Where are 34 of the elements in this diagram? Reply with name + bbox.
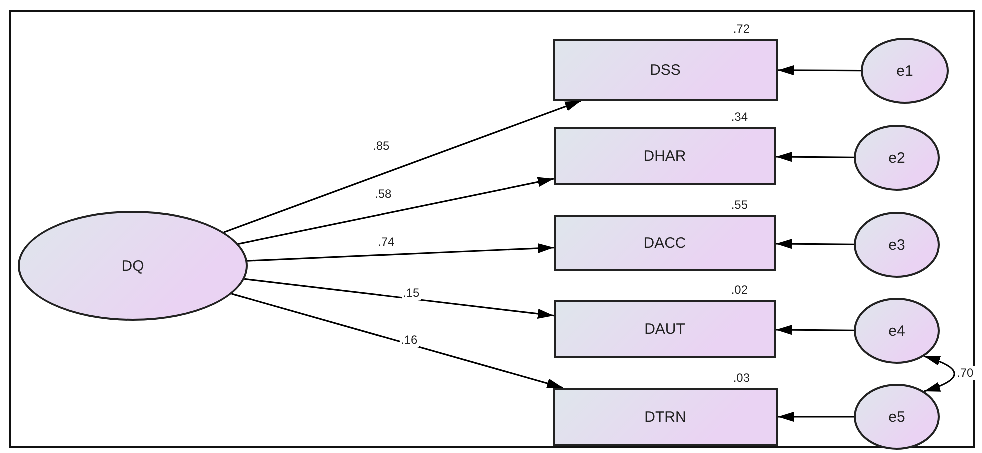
variable-name: e5 xyxy=(888,408,906,426)
edge-label: .74 xyxy=(377,235,396,249)
variable-name: e4 xyxy=(888,322,906,340)
path-arrow xyxy=(248,244,554,262)
covariance-arrow xyxy=(924,356,956,392)
path-arrow xyxy=(776,239,854,250)
path-arrow xyxy=(778,412,854,422)
edge-label: .58 xyxy=(374,187,393,201)
path-arrow xyxy=(224,100,582,234)
edge-label: .70 xyxy=(956,366,975,380)
variable-name: e2 xyxy=(888,150,906,166)
variable-name: DTRN xyxy=(644,408,686,426)
r-squared-value: .34 xyxy=(731,110,748,124)
variable-name: DSS xyxy=(650,62,681,78)
r-squared-value: .55 xyxy=(731,198,748,212)
variable-name: DAUT xyxy=(644,320,686,338)
r-squared-value: .03 xyxy=(733,371,750,385)
path-arrow xyxy=(238,177,554,245)
variable-name: DQ xyxy=(122,258,144,274)
variable-ellipse xyxy=(854,384,940,450)
variable-name: e3 xyxy=(888,236,906,254)
variable-name: e1 xyxy=(896,62,914,80)
edge-label: .85 xyxy=(372,139,391,153)
variable-name: DACC xyxy=(644,234,686,252)
path-arrow xyxy=(778,66,861,76)
path-arrow xyxy=(776,152,854,162)
edge-label: .16 xyxy=(400,333,419,347)
variable-name: DHAR xyxy=(644,148,686,164)
r-squared-value: .02 xyxy=(731,283,748,297)
path-arrow xyxy=(232,293,564,389)
path-arrow xyxy=(244,278,554,319)
edge-label: .15 xyxy=(402,286,421,300)
path-arrow xyxy=(776,325,854,336)
r-squared-value: .72 xyxy=(733,22,750,36)
